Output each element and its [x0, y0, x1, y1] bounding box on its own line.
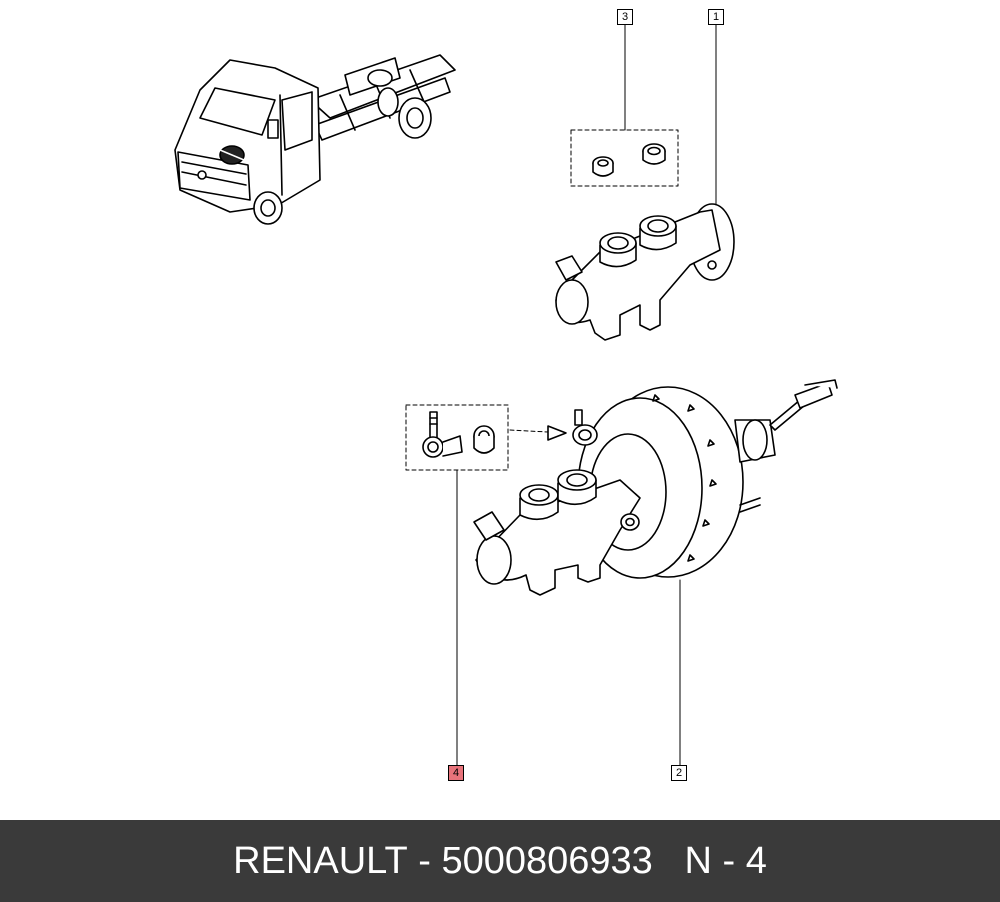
seal-kit-upper: [592, 143, 666, 177]
callout-1: 1: [708, 9, 724, 25]
position-code: N - 4: [684, 839, 767, 882]
parts-diagram: [174, 24, 838, 766]
callout-3: 3: [617, 9, 633, 25]
callout-2: 2: [671, 765, 687, 781]
brand-name: RENAULT: [233, 839, 408, 882]
caption-separator: -: [407, 839, 442, 882]
callout-4-highlighted: 4: [448, 765, 464, 781]
fitting-kit: [422, 411, 495, 458]
master-cylinder-lower: [473, 469, 641, 596]
brake-booster: [572, 379, 838, 579]
part-number: 5000806933: [441, 839, 653, 882]
master-cylinder-upper: [555, 203, 735, 341]
part-caption-bar: RENAULT - 5000806933 N - 4: [0, 820, 1000, 902]
truck-illustration: [174, 54, 456, 225]
